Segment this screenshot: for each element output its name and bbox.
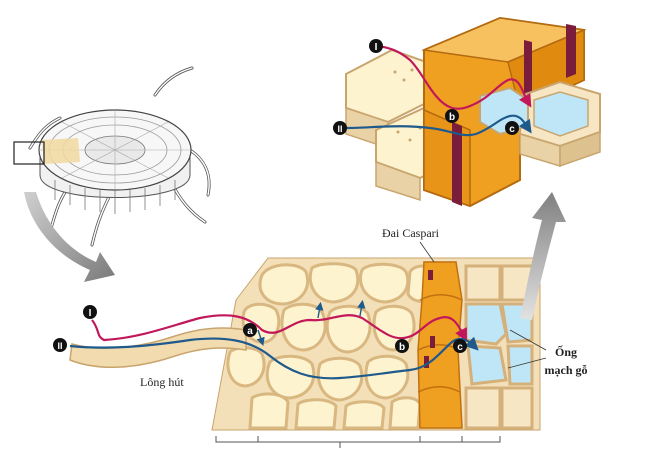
svg-text:II: II (337, 124, 342, 134)
pathway-II-detail (69, 336, 479, 380)
marker-c-detail: c (453, 339, 467, 353)
svg-text:b: b (449, 112, 455, 123)
svg-text:b: b (399, 342, 405, 353)
svg-text:c: c (457, 342, 463, 353)
curved-arrow-down-icon (24, 192, 115, 282)
curved-arrow-up-icon (520, 192, 566, 320)
marker-I-3d: I (369, 39, 383, 53)
pathway-I-3d (377, 44, 532, 110)
svg-text:c: c (509, 124, 515, 135)
casparian-strip-label: Đai Caspari (382, 226, 440, 240)
marker-b-detail: b (395, 339, 409, 353)
pathway-II-3d (345, 114, 532, 137)
marker-I-detail: I (83, 305, 97, 319)
xylem-leader-lines (507, 329, 547, 369)
svg-text:I: I (375, 42, 378, 53)
xylem-label-line1: Ống (555, 344, 577, 359)
root-hair-label: Lông hút (140, 375, 184, 389)
marker-II-3d: II (333, 121, 347, 135)
svg-text:II: II (57, 341, 62, 351)
xylem-label-line2: mạch gỗ (545, 363, 588, 377)
marker-c-3d: c (505, 121, 519, 135)
pathway-I-detail (91, 314, 467, 342)
cell-tissue-detail (69, 257, 541, 448)
casparian-leader-line (419, 241, 435, 263)
marker-II-detail: II (53, 338, 67, 352)
root-cross-section-icon (13, 66, 211, 247)
marker-a-detail: a (243, 323, 257, 337)
svg-text:a: a (247, 326, 253, 337)
svg-text:I: I (89, 308, 92, 319)
marker-b-3d: b (445, 109, 459, 123)
